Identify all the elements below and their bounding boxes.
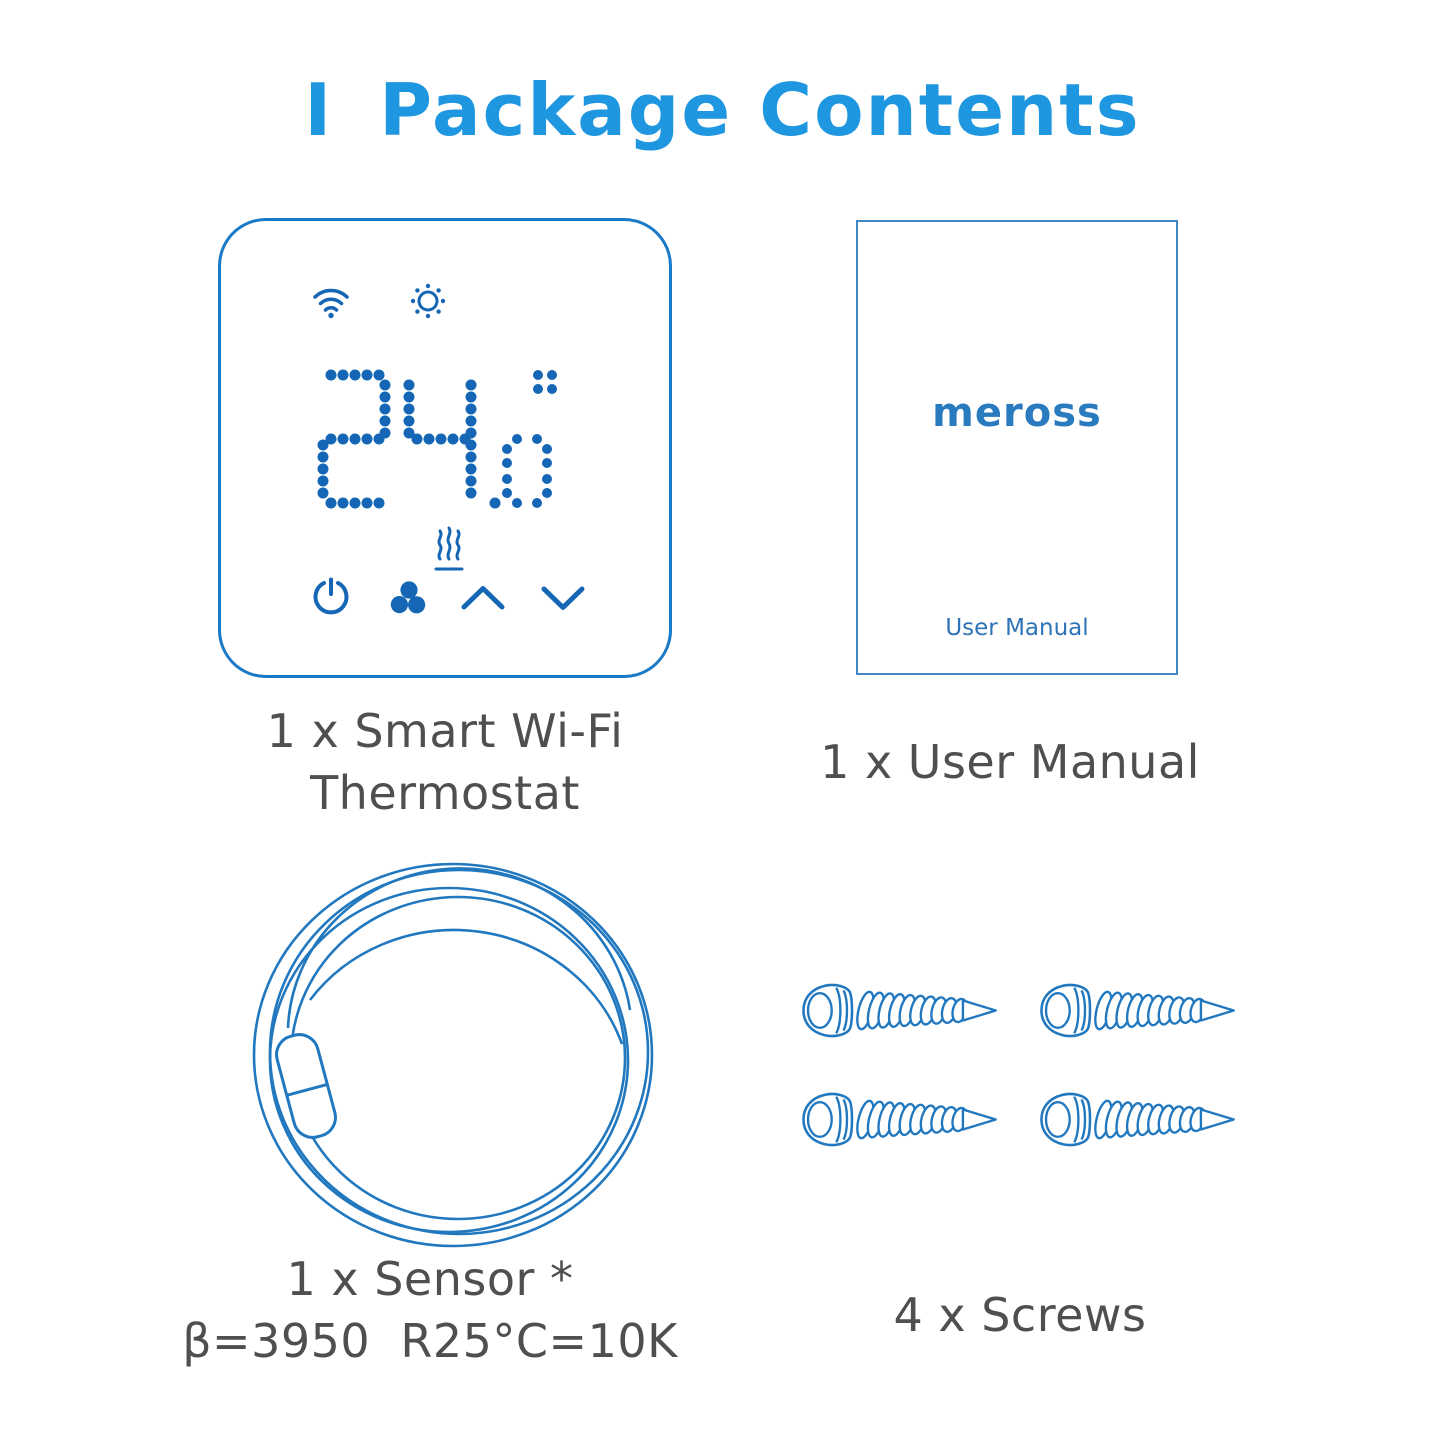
thermostat-caption-line1: 1 x Smart Wi-Fi (266, 704, 624, 758)
heating-icon (434, 526, 464, 571)
down-arrow-icon (541, 586, 585, 610)
fan-icon (390, 581, 426, 614)
up-arrow-icon (461, 586, 505, 610)
page-title: I Package Contents (0, 68, 1445, 152)
display-dots (317, 369, 557, 509)
screws-grid (798, 982, 1241, 1148)
thermostat-caption: 1 x Smart Wi-Fi Thermostat (178, 700, 712, 824)
sensor-caption: 1 x Sensor * β=3950 R25°C=10K (130, 1248, 730, 1372)
user-manual-illustration: meross User Manual (856, 220, 1178, 675)
wifi-icon (313, 288, 349, 319)
meross-logo: meross (932, 390, 1102, 436)
sensor-caption-line2: β=3950 R25°C=10K (182, 1314, 678, 1368)
thermostat-screen (313, 283, 585, 615)
thermostat-illustration (218, 218, 672, 678)
screw-illustration (1040, 983, 1235, 1038)
sensor-illustration (252, 862, 654, 1248)
sensor-caption-line1: 1 x Sensor * (286, 1252, 574, 1306)
screw-illustration (1040, 1092, 1235, 1147)
manual-cover-label: User Manual (945, 615, 1089, 641)
thermostat-caption-line2: Thermostat (310, 766, 580, 820)
section-marker: I (304, 68, 334, 152)
sun-icon (410, 283, 446, 319)
screw-illustration (802, 983, 997, 1038)
power-icon (313, 577, 349, 615)
screws-caption: 4 x Screws (893, 1288, 1147, 1342)
manual-caption: 1 x User Manual (820, 735, 1200, 789)
screw-illustration (802, 1092, 997, 1147)
sensor-probe-head (275, 1033, 337, 1139)
page-title-text: Package Contents (379, 68, 1141, 152)
